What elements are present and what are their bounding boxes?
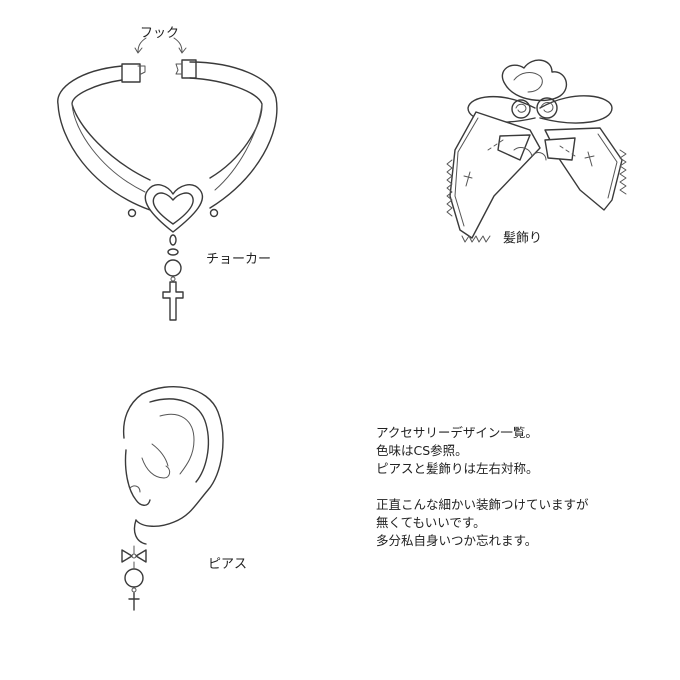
earring-drawing xyxy=(121,386,224,611)
note-line: ピアスと髪飾りは左右対称。 xyxy=(376,461,539,476)
hair-ornament-drawing xyxy=(446,59,627,243)
note-line: アクセサリーデザイン一覧。 xyxy=(376,425,538,440)
note-line: 正直こんな細かい装飾つけていますが xyxy=(376,497,589,512)
hook-label: フック xyxy=(140,26,180,41)
hair-ornament-label: 髪飾り xyxy=(503,231,543,246)
design-notes: アクセサリーデザイン一覧。 色味はCS参照。 ピアスと髪飾りは左右対称。 正直こ… xyxy=(376,424,589,550)
note-line: 色味はCS参照。 xyxy=(376,443,468,458)
note-line: 無くてもいいです。 xyxy=(376,515,486,530)
choker-label: チョーカー xyxy=(206,252,272,267)
note-spacer xyxy=(376,478,589,496)
earring-label: ピアス xyxy=(208,557,248,572)
note-line: 多分私自身いつか忘れます。 xyxy=(376,533,538,548)
choker-drawing xyxy=(57,37,278,321)
